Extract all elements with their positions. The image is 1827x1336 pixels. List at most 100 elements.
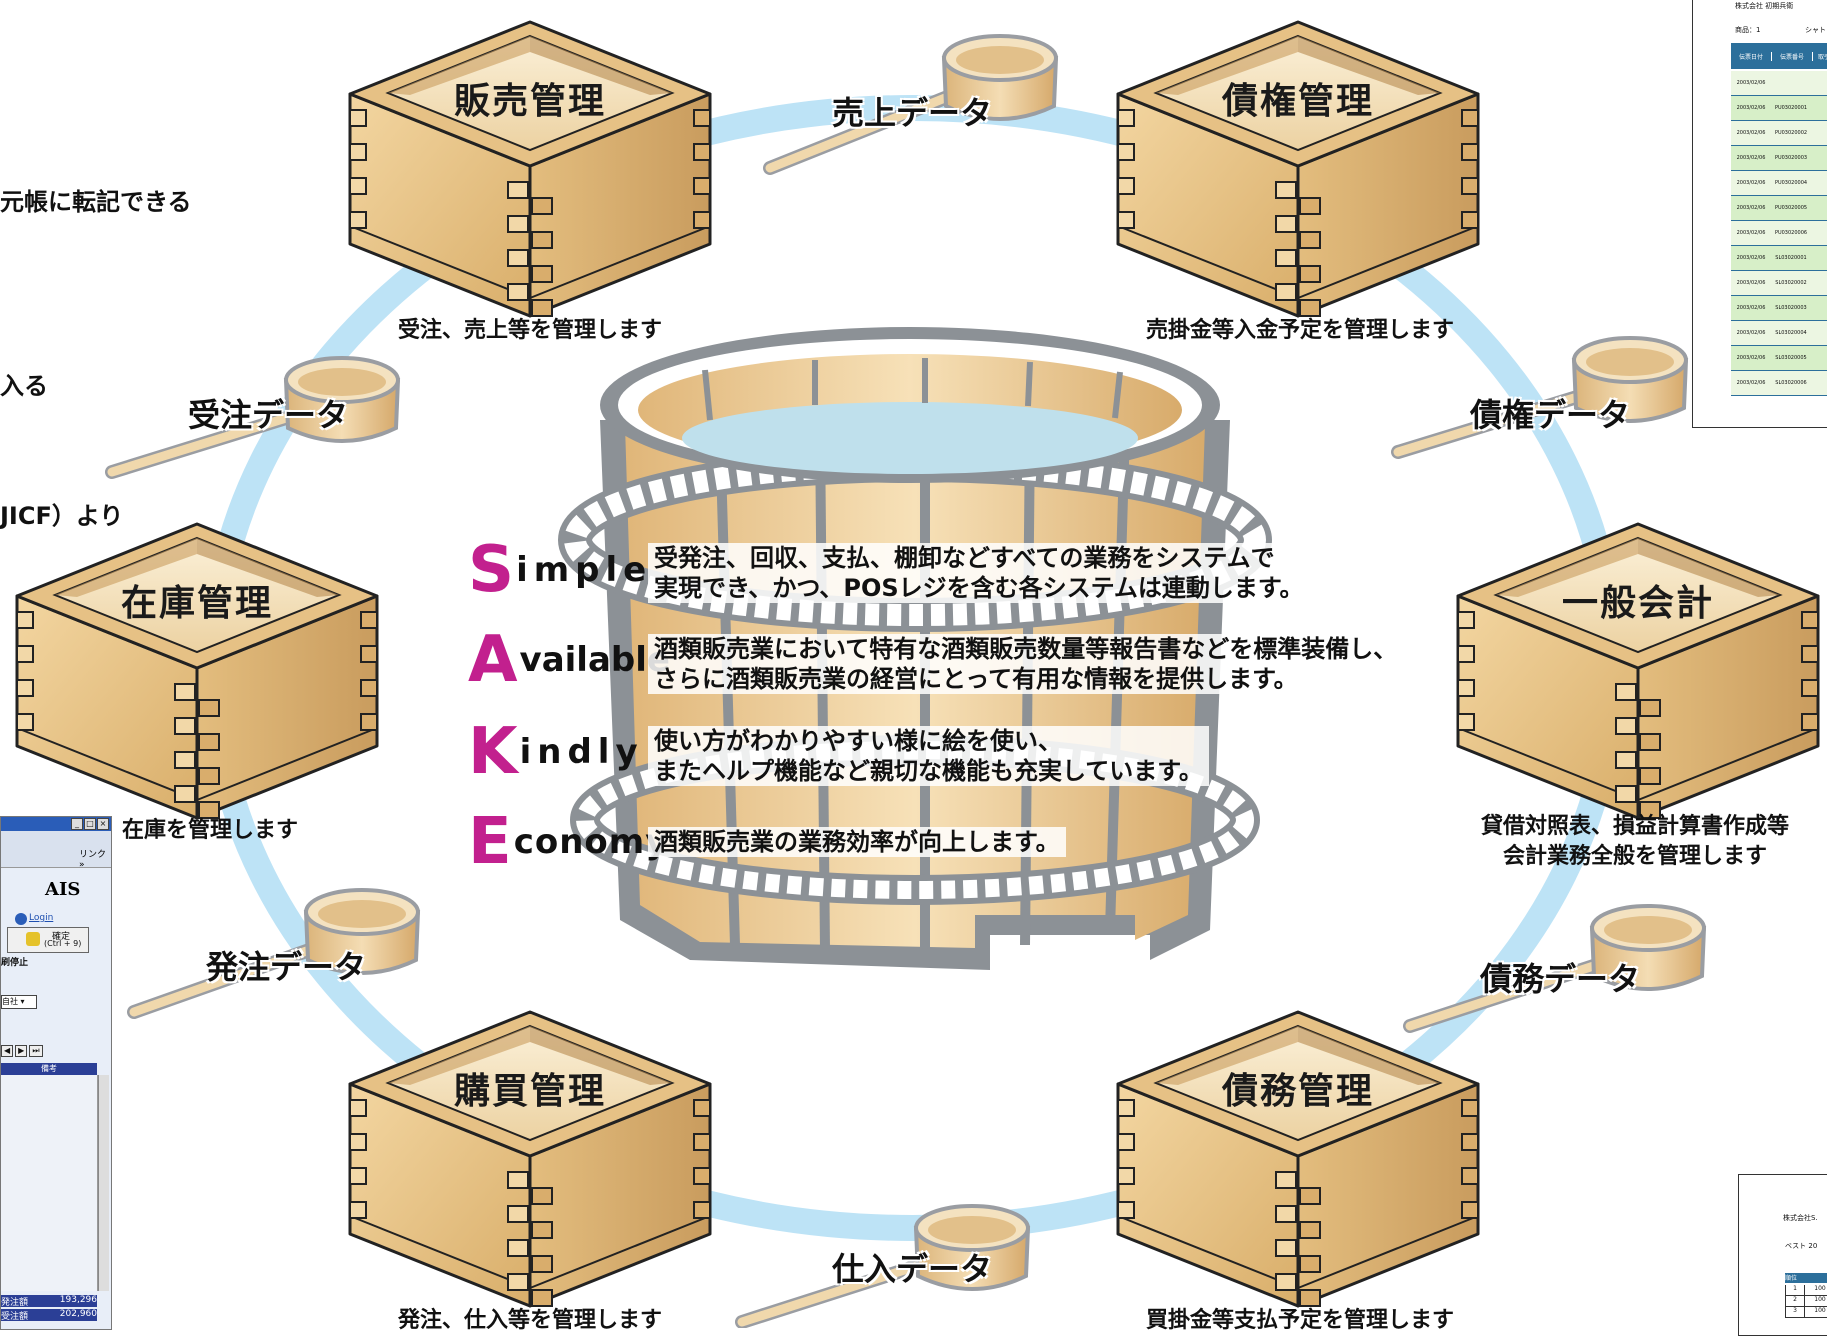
sake-kindly: K indly [468,720,644,784]
report-cell: PU03020001 [1774,105,1808,111]
report-cell: SL03020006 [1775,380,1807,386]
flow-label-purchase-data: 仕入データ [832,1250,993,1288]
best-report-cell: 100 [1805,1285,1827,1295]
links-label[interactable]: リンク » [79,850,107,870]
best-report-cell: 3 [1786,1307,1805,1317]
confirm-button[interactable]: 確定 (Ctrl + 9) [7,927,89,953]
flow-label-receivable-data: 債権データ [1470,396,1631,434]
report-row: 2003/02/06 PU03020001 [1731,96,1827,121]
best-report-company: 株式会社S. [1783,1214,1818,1222]
sake-letter-k: K [468,715,518,789]
confirm-shortcut: (Ctrl + 9) [44,939,82,948]
module-title-sales: 販売管理 [453,81,606,122]
module-title-purchasing: 購買管理 [453,1071,606,1112]
grid-header: 備考 [1,1063,97,1075]
chevron-down-icon: ▾ [18,997,25,1006]
grid-body [1,1075,98,1291]
best-report-cell: 2 [1786,1296,1805,1306]
sake-word-available: vailable [519,640,670,680]
report-cell: 2003/02/06 [1736,105,1766,111]
minimize-icon[interactable]: _ [71,818,83,830]
login-link[interactable]: Login [29,913,54,923]
report-cell: SL03020001 [1775,255,1807,261]
flow-label-purchase-order-data: 発注データ [206,948,367,986]
sake-letter-e: E [468,805,512,879]
module-caption-purchasing: 発注、仕入等を管理します [397,1308,662,1333]
report-cell: 2003/02/06 [1736,130,1766,136]
flow-label-sales-data: 売上データ [832,94,993,132]
scrollbar[interactable] [98,1075,109,1291]
footer-row-1: 発注額 193,296 [1,1295,97,1308]
ladle-purchase-order-data [127,888,421,1019]
prev-page-icon[interactable]: ◀ [1,1045,14,1057]
report-item-label: 商品：1 [1735,26,1761,34]
window-titlebar [1,817,111,831]
pager: ◀ ▶ ⏭ [1,1045,43,1057]
report-cell: SL03020002 [1775,280,1807,286]
report-cell: 2003/02/06 [1736,305,1766,311]
report-company: 株式会社 初期兵衛 [1735,2,1794,10]
cropped-text-3: JICF）より [0,502,124,530]
module-title-inventory: 在庫管理 [120,583,273,624]
ladle-payable-data [1403,904,1707,1033]
flow-label-payable-data: 債務データ [1480,960,1641,998]
report-row: 2003/02/06 SL03020002 [1731,271,1827,296]
sake-economy: E conomy [468,810,668,874]
stop-label: 刷停止 [1,958,29,968]
masu-box-receivables [1116,20,1480,318]
ladle-purchase-data [735,1204,1031,1328]
best-report-header: 順位 [1785,1273,1827,1283]
report-cell: PU03020004 [1774,180,1808,186]
best-report-label: ベスト 20 [1785,1242,1818,1250]
company-select[interactable]: 自社 ▾ [1,995,37,1009]
sake-desc-available: 酒類販売業において特有な酒類販売数量等報告書などを標準装備し、 さらに酒類販売業… [648,634,1404,694]
report-header-cell: 伝票日付 [1731,51,1772,61]
report-cell: 2003/02/06 [1736,330,1766,336]
toolbar-strip [1,831,111,868]
module-caption-receivables: 売掛金等入金予定を管理します [1145,318,1454,343]
app-screenshot-left: _ □ × リンク » AIS Login 確定 (Ctrl + 9) 刷停止 … [0,816,112,1330]
maximize-icon[interactable]: □ [84,818,96,830]
report-cell: SL03020003 [1775,305,1807,311]
footer-label-2: 受注額 [1,1312,29,1322]
report-cell: 2003/02/06 [1736,205,1766,211]
best-report-cell: 1 [1786,1285,1805,1295]
module-caption-payables: 買掛金等支払予定を管理します [1145,1308,1454,1333]
company-select-value: 自社 [2,997,18,1006]
ladle-order-data [105,356,401,479]
masu-box-layer [15,20,1820,1308]
report-cell: 2003/02/06 [1736,355,1766,361]
footer-row-2: 受注額 202,960 [1,1309,97,1322]
report-row: 2003/02/06 SL03020003 [1731,296,1827,321]
module-title-payables: 債務管理 [1221,1071,1374,1112]
sake-desc-kindly: 使い方がわかりやすい様に絵を使い、 またヘルプ機能など親切な機能も充実しています… [648,726,1209,786]
close-icon[interactable]: × [97,818,109,830]
best-report-cell: 100 [1805,1296,1827,1306]
sake-simple: S imple [468,538,652,602]
login-icon[interactable] [15,913,27,925]
footer-value-1: 193,296 [59,1295,97,1305]
sake-desc-economy: 酒類販売業の業務効率が向上します。 [648,827,1066,857]
footer-value-2: 202,960 [59,1309,97,1319]
ladle-receivable-data [1391,336,1689,459]
module-caption-inventory: 在庫を管理します [121,818,298,843]
sake-letter-s: S [468,533,515,607]
report-cell: PU03020003 [1774,155,1808,161]
sake-word-economy: conomy [513,822,669,862]
report-cell: 2003/02/06 [1736,280,1766,286]
cropped-text-2: 入る [0,372,48,400]
last-page-icon[interactable]: ⏭ [29,1045,43,1057]
next-page-icon[interactable]: ▶ [15,1045,28,1057]
sake-desc-simple: 受発注、回収、支払、棚卸などすべての業務をシステムで 実現でき、かつ、POSレジ… [648,543,1310,603]
footer-label-1: 発注額 [1,1298,29,1308]
